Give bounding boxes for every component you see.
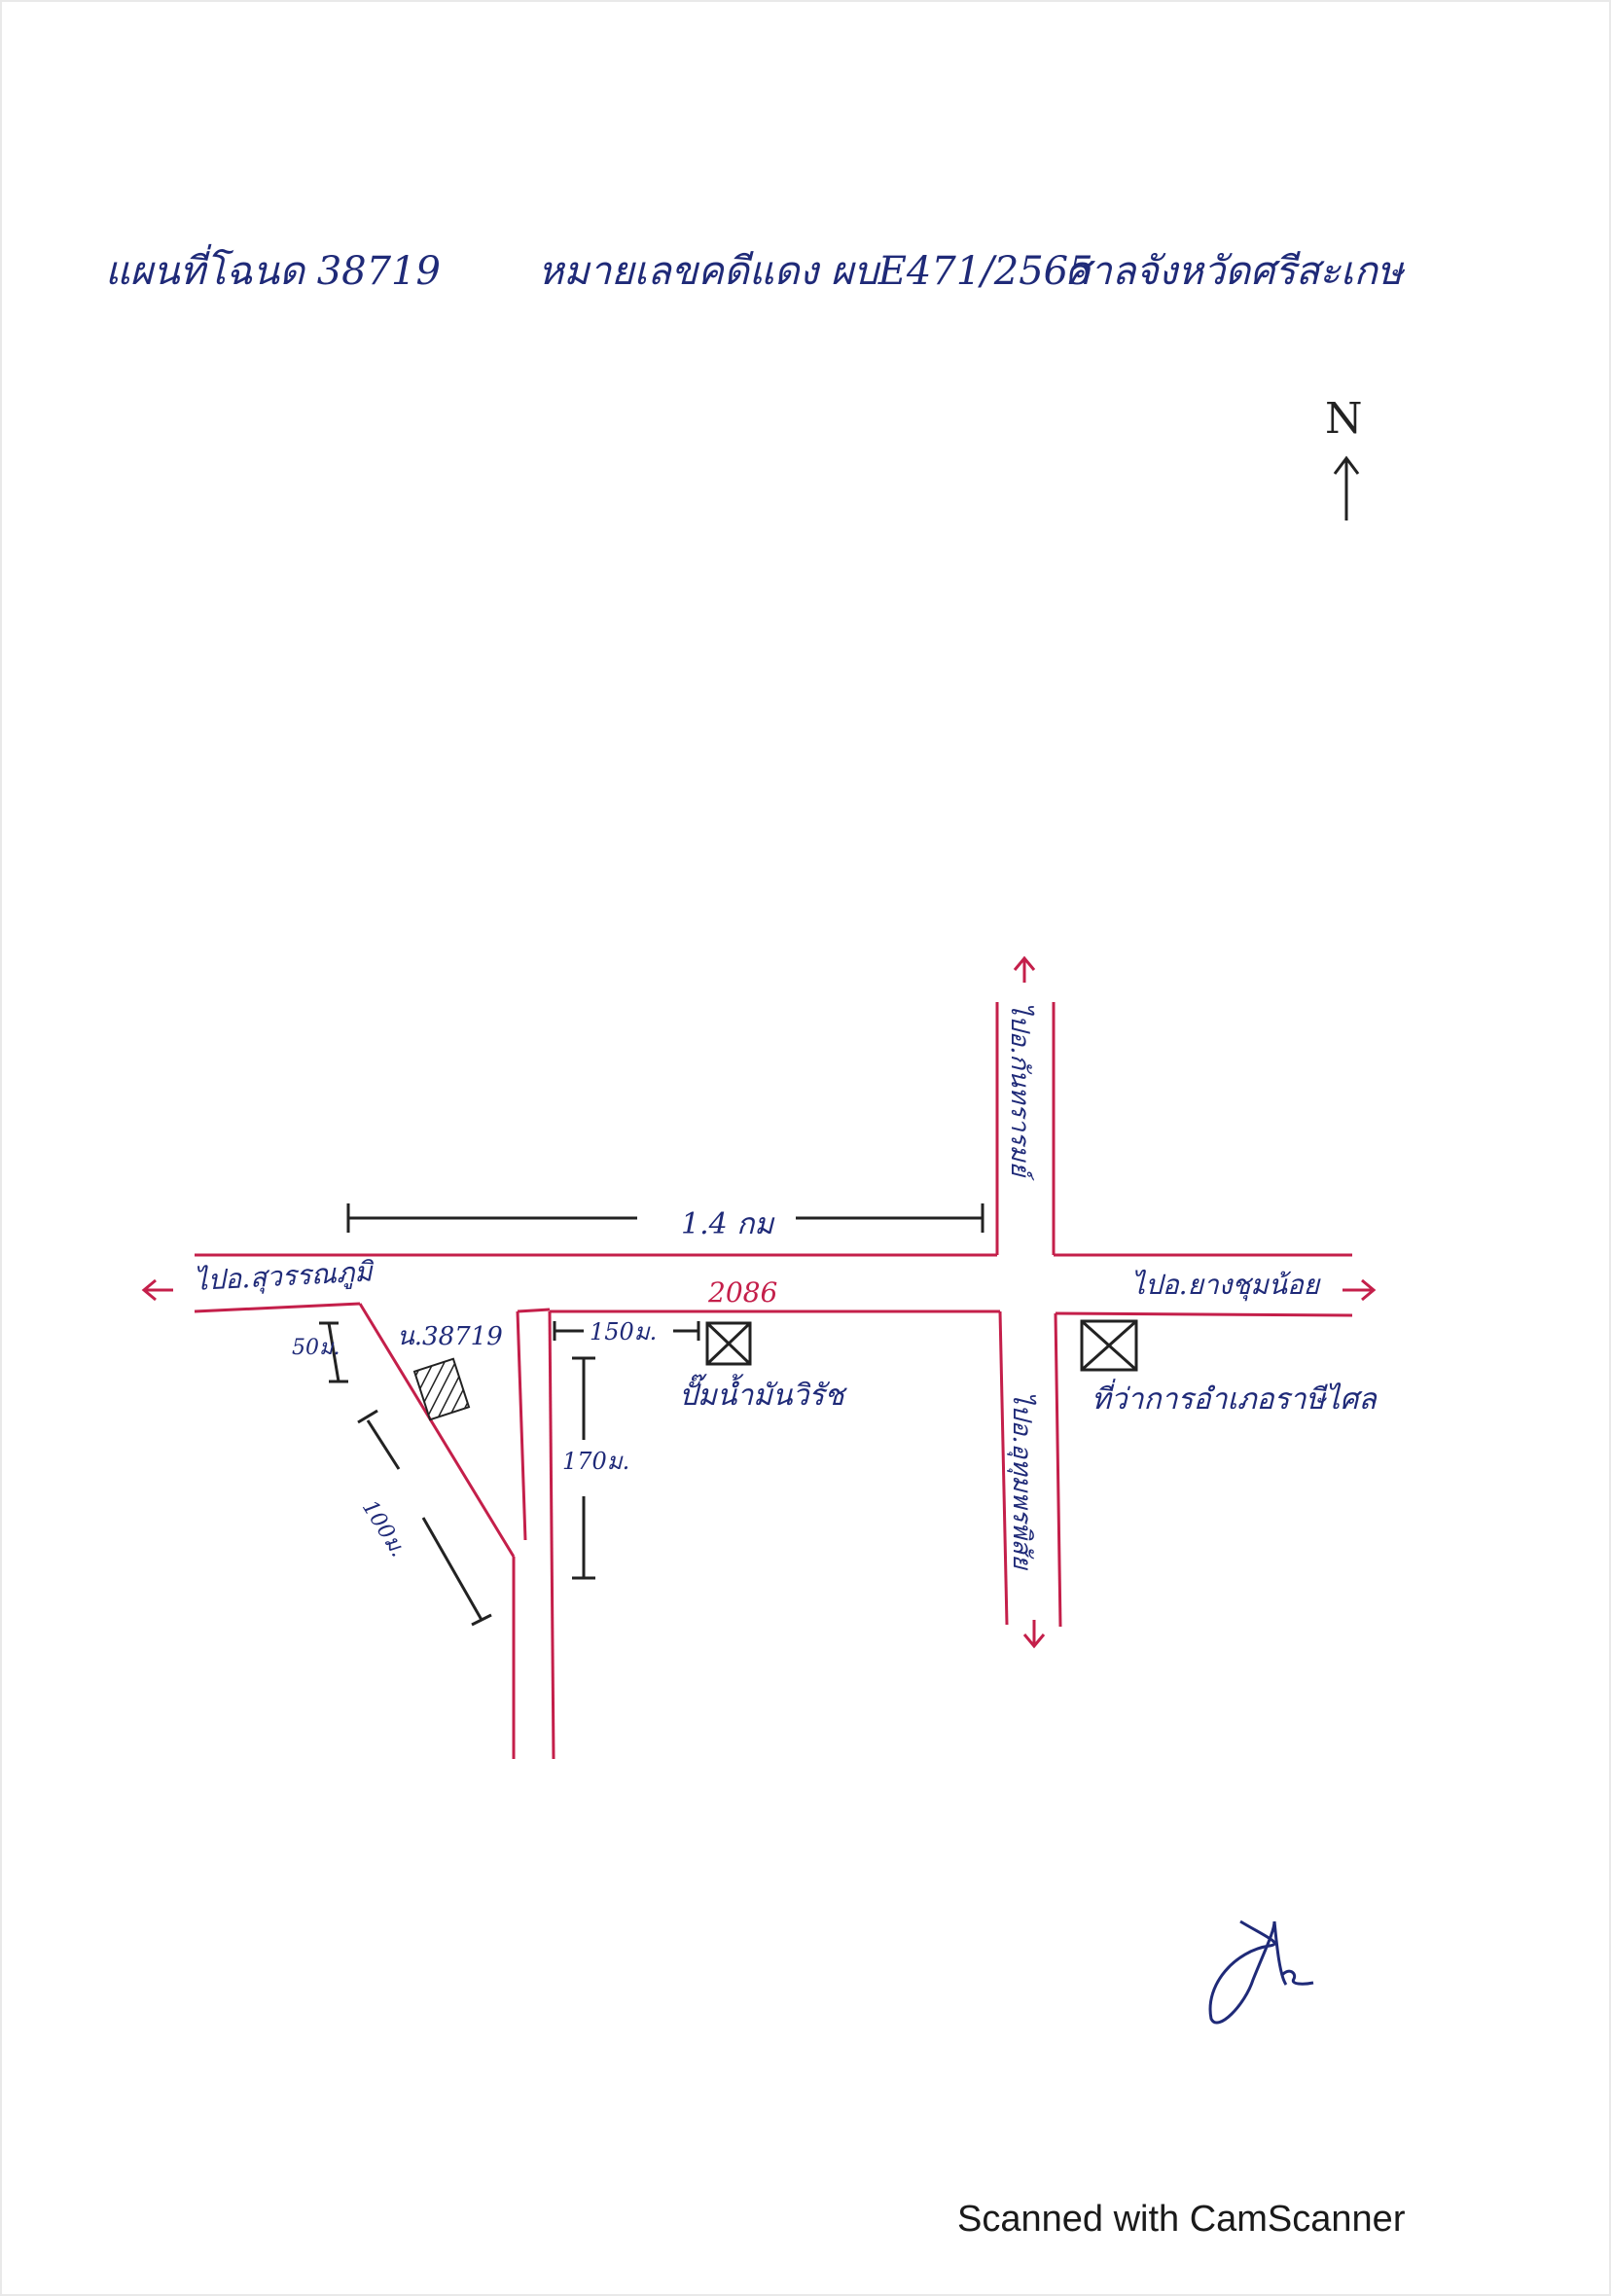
dimension-100m-upper [366, 1419, 401, 1470]
road-number-label: 2086 [707, 1276, 777, 1309]
measure-50m: 50ม. [292, 1336, 340, 1360]
measure-170m: 170ม. [562, 1448, 629, 1475]
to-north-label: ไปอ.กันทรารมย์ [1005, 1002, 1035, 1181]
to-south-label: ไปอ.อุทุมพรพิสัย [1007, 1391, 1037, 1570]
measure-100m: 100ม. [357, 1496, 411, 1561]
south-road-east [1054, 1312, 1062, 1628]
south-road-west [998, 1310, 1009, 1626]
side-road-east [548, 1310, 555, 1760]
measure-150m: 150ม. [590, 1318, 657, 1345]
to-west-label: ไปอ.สุวรรณภูมิ [194, 1255, 376, 1298]
gas-station-label: ปั๊มน้ำมันวิรัช [679, 1374, 847, 1413]
diagonal-road-west [358, 1303, 516, 1558]
map-title: แผนที่โฉนด 38719 [105, 249, 441, 294]
main-road-bottom-east [1055, 1311, 1353, 1317]
north-arrow-icon [1333, 455, 1360, 520]
distance-top-label: 1.4 กม [681, 1207, 775, 1241]
landmark-boxes [705, 1319, 1138, 1372]
scanner-watermark: Scanned with CamScanner [957, 2199, 1406, 2240]
parcel-label: น.38719 [397, 1322, 503, 1351]
west-arrow-icon [141, 1278, 173, 1302]
diagonal-road-east [516, 1310, 527, 1541]
to-east-label: ไปอ.ยางชุมน้อย [1131, 1269, 1321, 1302]
parcel-hatched [412, 1357, 471, 1421]
north-label: N [1325, 394, 1363, 444]
case-number: หมายเลขคดีแดง ผบE471/2565 [538, 249, 1093, 294]
dimension-lines [319, 1203, 984, 1627]
gas-station-icon [705, 1321, 752, 1366]
direction-arrows [141, 955, 1377, 1649]
main-road-bottom-mid [517, 1308, 551, 1313]
signature-mark [1208, 1919, 1314, 2025]
east-arrow-icon [1342, 1278, 1377, 1302]
south-road-arrow-icon [1022, 1620, 1046, 1649]
road-lines [194, 1002, 1353, 1760]
court-name: ศาลจังหวัดศรีสะเกษ [1065, 249, 1404, 294]
dimension-50m [327, 1322, 340, 1382]
district-office-icon [1080, 1319, 1138, 1372]
main-road-bottom-west [194, 1302, 361, 1313]
dimension-100m-lower [421, 1517, 483, 1621]
north-road-arrow-icon [1013, 955, 1036, 983]
district-office-label: ที่ว่าการอำเภอราษีไศล [1092, 1379, 1378, 1417]
